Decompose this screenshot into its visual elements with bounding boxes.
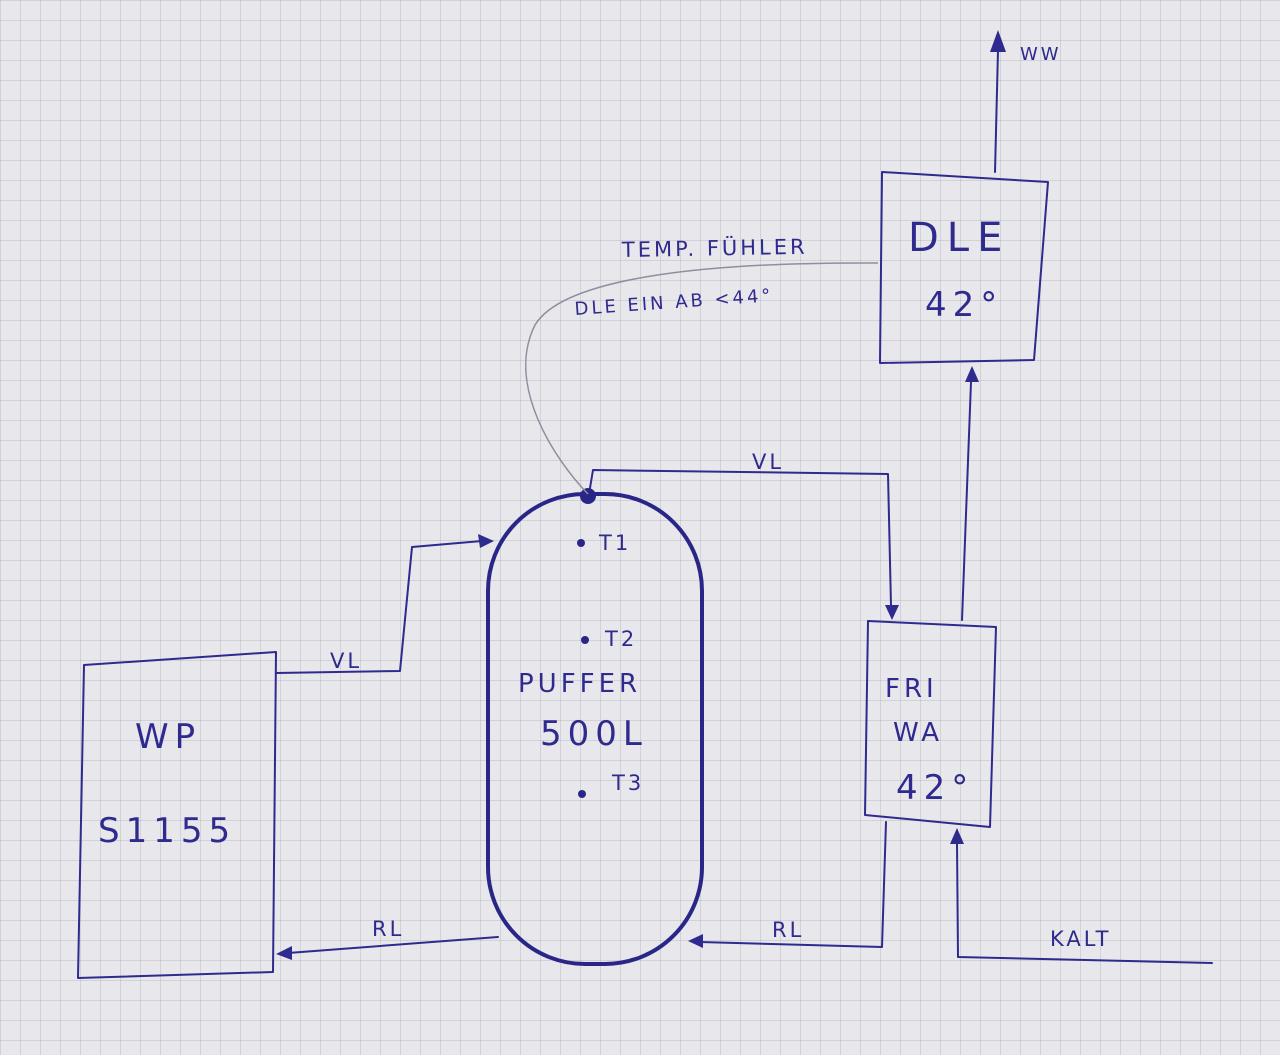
dle-box (879, 171, 1049, 364)
arrow-into-dle (965, 366, 979, 382)
arrow-kalt-into-friwa (950, 828, 964, 844)
pipe-vl-wp-line (275, 540, 483, 674)
pipe-vl-wp-to-puffer: VL (275, 534, 494, 674)
puffer-name: PUFFER (518, 669, 641, 699)
wire-label-line1: TEMP. FÜHLER (621, 234, 808, 262)
sensor-t1-dot (577, 539, 585, 547)
pipe-kalt-line (956, 841, 1213, 964)
wp-model: S1155 (98, 811, 236, 851)
pipe-friwa-dle-line (961, 381, 972, 621)
friwa-line2: WA (893, 718, 943, 748)
wire-label-line2: DLE EIN AB <44° (574, 285, 774, 320)
friwa-temp: 42° (896, 768, 974, 808)
arrow-rl-into-puffer (688, 934, 703, 948)
pipe-rl-friwa-line (699, 821, 887, 948)
top-sensor-junction (580, 488, 596, 504)
sensor-t3-dot (578, 790, 586, 798)
arrow-ww-out (990, 30, 1006, 52)
label-vl-wp: VL (330, 649, 362, 673)
arrow-vl-into-puffer (478, 534, 494, 548)
pipe-vl-friwa-line (589, 469, 892, 607)
sensor-t3-label: T3 (611, 771, 644, 795)
friwa-unit: FRI WA 42° (864, 620, 997, 828)
dle-unit: DLE 42° (879, 171, 1049, 364)
temp-sensor-cable (525, 262, 879, 495)
label-rl-friwa: RL (772, 918, 804, 942)
friwa-line1: FRI (885, 674, 938, 704)
dle-temp: 42° (925, 285, 1003, 325)
puffer-tank: PUFFER 500L T1 T2 T3 (486, 488, 704, 966)
wp-unit: WP S1155 (77, 651, 277, 979)
pipe-friwa-to-dle (961, 366, 979, 621)
pipe-rl-puffer-to-wp: RL (276, 917, 499, 960)
wp-box (77, 651, 277, 979)
dle-name: DLE (908, 215, 1010, 261)
pipe-rl-wp-line (287, 936, 499, 954)
sensor-t2-dot (581, 636, 589, 644)
label-rl-wp: RL (372, 917, 404, 941)
arrow-vl-into-friwa (885, 605, 899, 620)
temp-sensor-wire: TEMP. FÜHLER DLE EIN AB <44° (525, 234, 879, 495)
pipe-dle-to-ww: WW (990, 30, 1062, 173)
wp-name: WP (135, 717, 201, 757)
friwa-box (864, 620, 997, 828)
sensor-t2-label: T2 (604, 627, 637, 651)
arrow-rl-into-wp (276, 946, 292, 960)
pipe-kalt-to-friwa: KALT (950, 828, 1213, 964)
pipe-vl-puffer-to-friwa: VL (589, 450, 899, 620)
label-ww: WW (1020, 44, 1062, 65)
pipe-rl-friwa-to-puffer: RL (688, 821, 887, 948)
puffer-volume: 500L (540, 714, 648, 754)
label-kalt: KALT (1050, 927, 1111, 951)
sensor-t1-label: T1 (598, 531, 631, 555)
label-vl-friwa: VL (752, 450, 784, 474)
pipe-ww-line (994, 49, 999, 173)
